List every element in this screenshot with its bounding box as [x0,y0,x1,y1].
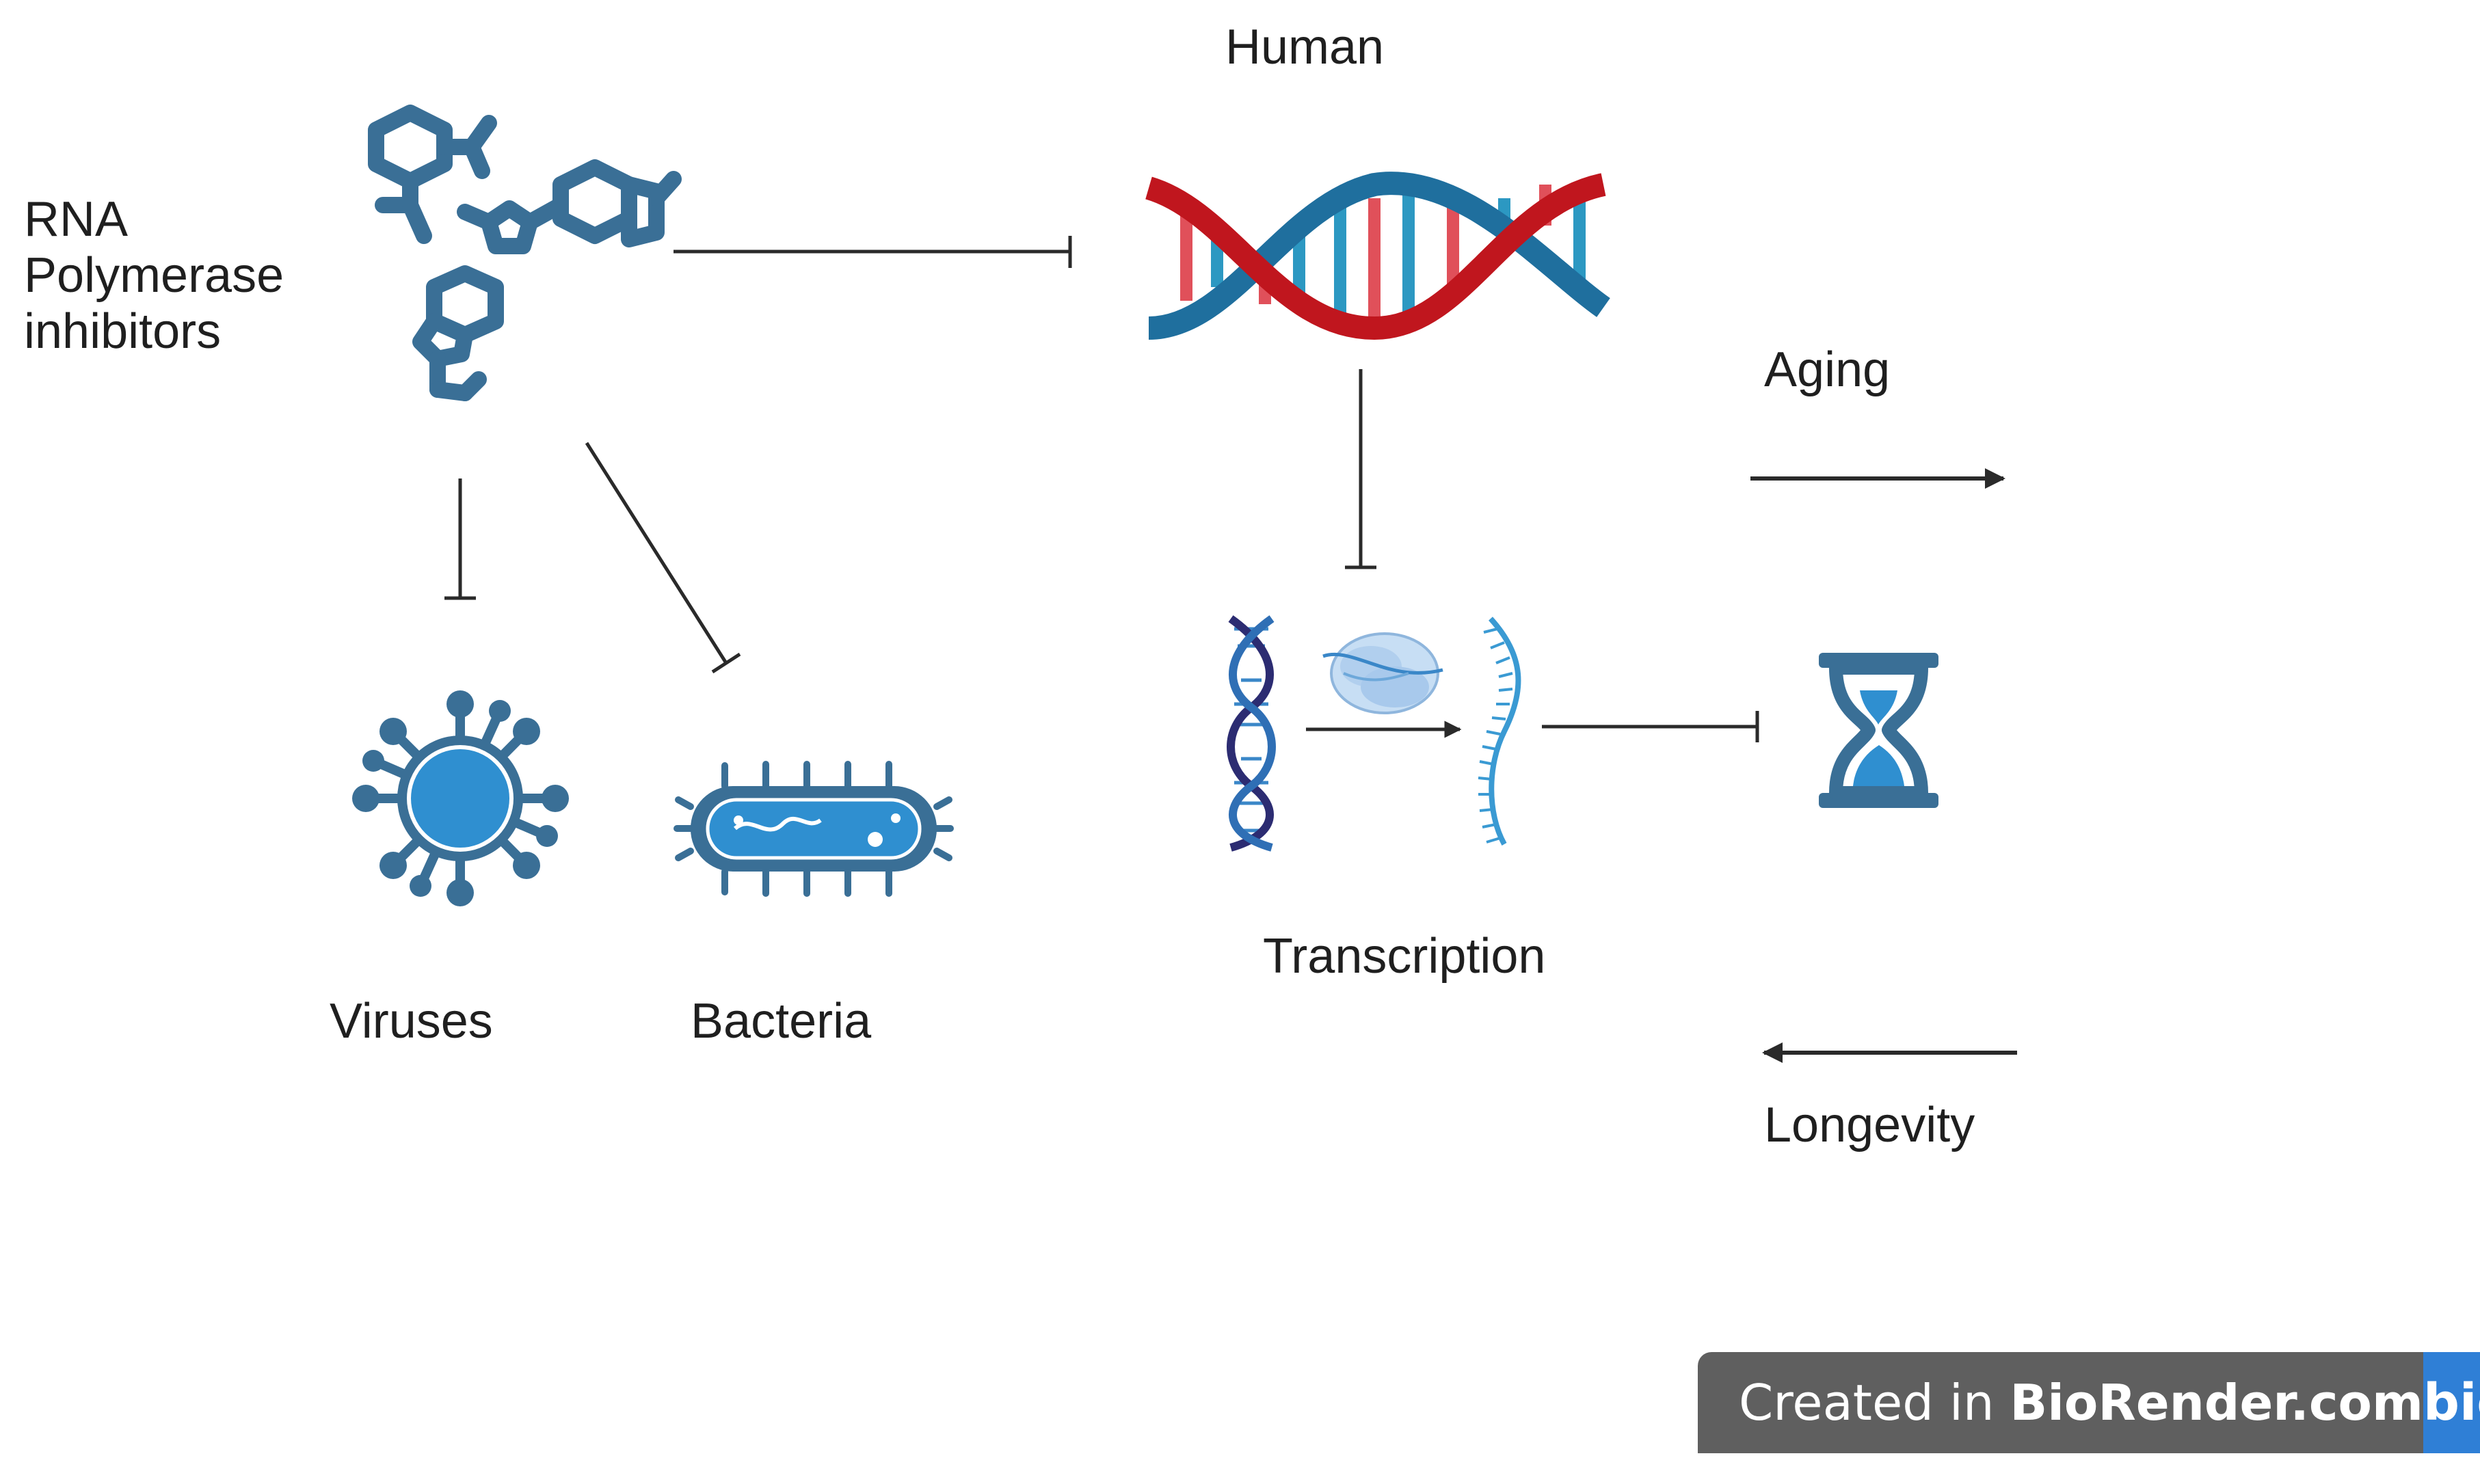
bacteria-label: Bacteria [691,994,872,1049]
molecule-cluster-icon [368,105,682,401]
transcription-label: Transcription [1263,929,1546,984]
inhibit-inhibitors-viruses [444,478,476,600]
hourglass-icon [1819,653,1938,808]
aging-label: Aging [1764,342,1891,397]
small-dna-icon [1227,615,1276,852]
longevity-label: Longevity [1764,1098,1975,1152]
human-label: Human [1225,20,1385,75]
badge-brand: BioRender.com [2010,1374,2424,1431]
virus-icon [352,690,569,906]
inhibit-inhibitors-human [674,236,1072,268]
inhibit-transcription-hourglass [1542,711,1759,742]
polymerase-icon [1322,632,1443,714]
viruses-label: Viruses [330,994,493,1049]
dna-helix-icon [1145,172,1610,340]
inhibit-inhibitors-bacteria [585,442,741,674]
badge-prefix: Created in [1739,1374,2010,1431]
badge-text: Created in BioRender.com [1698,1352,2423,1453]
rna-strand-icon [1478,617,1521,846]
inhibit-human-transcription [1345,369,1376,569]
biorender-badge[interactable]: Created in BioRender.com bio [1698,1352,2480,1453]
bacterium-icon [674,761,954,897]
biorender-logo-icon: bio [2423,1352,2480,1453]
inhibitors-label: RNA Polymerase inhibitors [24,192,284,359]
